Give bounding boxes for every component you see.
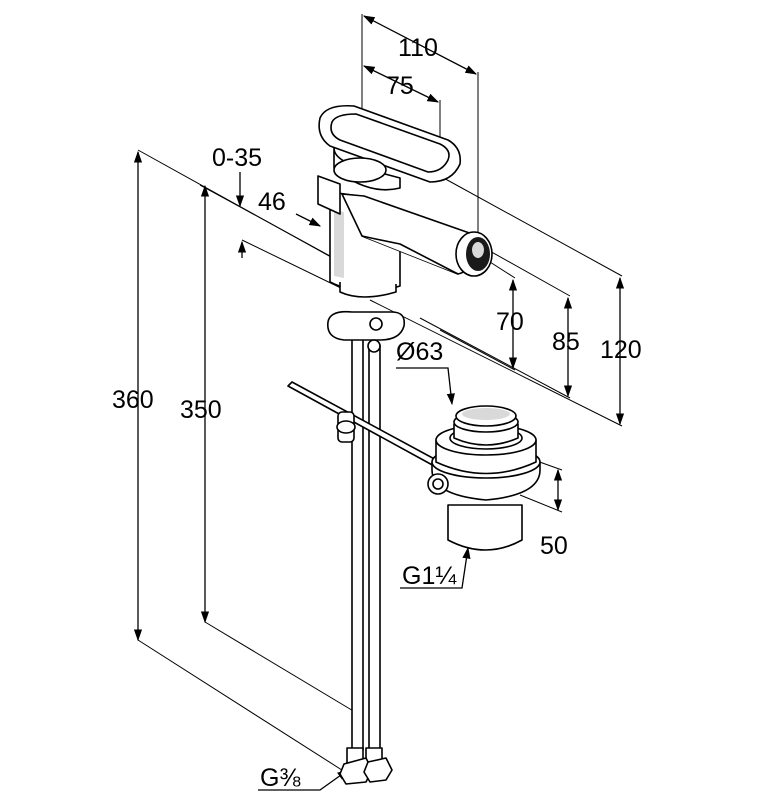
- faucet-body: [317, 175, 493, 298]
- supply-hoses: [346, 329, 383, 769]
- dimension-labels: 110 75 0-35 46 70 85 120 360 350 Ø63 50 …: [112, 34, 642, 792]
- pop-up-waste: [427, 405, 541, 551]
- supply-thread-label: G⅜: [260, 764, 300, 792]
- dimension-85-label: 85: [552, 328, 580, 356]
- dimension-diameter-63-label: Ø63: [396, 338, 443, 366]
- dimension-0-35-label: 0-35: [212, 144, 262, 172]
- dimension-110-label: 110: [398, 34, 438, 62]
- waste-thread-label: G1¼: [402, 562, 457, 590]
- lever-handle: [318, 104, 462, 191]
- dimension-120-label: 120: [600, 336, 642, 364]
- dimension-360-label: 360: [112, 386, 154, 414]
- dimension-46-label: 46: [258, 188, 286, 216]
- dimension-75-label: 75: [386, 72, 414, 100]
- dimension-70-label: 70: [496, 308, 524, 336]
- dimension-350-label: 350: [180, 396, 222, 424]
- dimension-50-label: 50: [540, 532, 568, 560]
- supply-nut-icon: [339, 757, 393, 785]
- mounting-plate: [327, 310, 406, 353]
- pull-rod: [287, 381, 441, 468]
